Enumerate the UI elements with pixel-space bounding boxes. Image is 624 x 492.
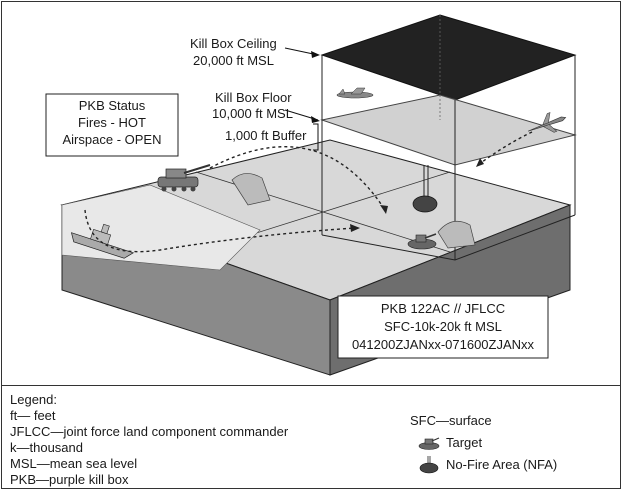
ceiling-label-line1: Kill Box Ceiling [190,36,277,51]
legend-sfc: SFC—surface [410,413,492,428]
legend-item: JFLCC—joint force land component command… [10,424,289,439]
nfa-icon [412,165,438,213]
ceiling-label-line2: 20,000 ft MSL [193,53,274,68]
legend-nfa: No-Fire Area (NFA) [446,457,558,472]
fighter-jet-icon [527,112,567,133]
target-icon [407,233,437,250]
status-airspace: Airspace - OPEN [63,132,162,147]
legend-target: Target [446,435,483,450]
legend-divider [1,385,621,386]
kill-box-volume [320,14,577,261]
ship-icon [70,223,135,259]
target-icon [418,437,440,450]
drone-icon [336,87,374,99]
floor-label-line1: Kill Box Floor [215,90,292,105]
legend-sfc-row: SFC—surface [410,410,557,432]
legend-nfa-row: No-Fire Area (NFA) [410,454,557,476]
kill-box-id-box: PKB 122AC // JFLCC SFC-10k-20k ft MSL 04… [337,295,549,359]
legend-item: MSL—mean sea level [10,456,138,471]
legend-item: ft— feet [10,408,56,423]
legend-left: Legend: ft— feet JFLCC—joint force land … [10,392,288,488]
kill-box-diagram: Kill Box Ceiling 20,000 ft MSL Kill Box … [45,14,577,376]
hill-icon [231,173,271,206]
id-box-line2: SFC-10k-20k ft MSL [384,319,502,334]
nfa-icon [419,456,439,474]
floor-label-line2: 10,000 ft MSL [212,106,293,121]
id-box-line3: 041200ZJANxx-071600ZJANxx [352,337,535,352]
legend-item: k—thousand [10,440,83,455]
hill-icon [437,220,476,249]
id-box-line1: PKB 122AC // JFLCC [381,301,505,316]
status-fires: Fires - HOT [78,115,146,130]
legend-title: Legend: [10,392,57,407]
status-box: PKB Status Fires - HOT Airspace - OPEN [45,93,179,157]
legend-item: PKB—purple kill box [10,472,129,487]
artillery-icon [157,164,211,192]
status-title: PKB Status [79,98,146,113]
buffer-label: 1,000 ft Buffer [225,128,307,143]
legend-right: SFC—surface Target No-Fire Area (NFA) [410,410,557,476]
legend-target-row: Target [410,432,557,454]
